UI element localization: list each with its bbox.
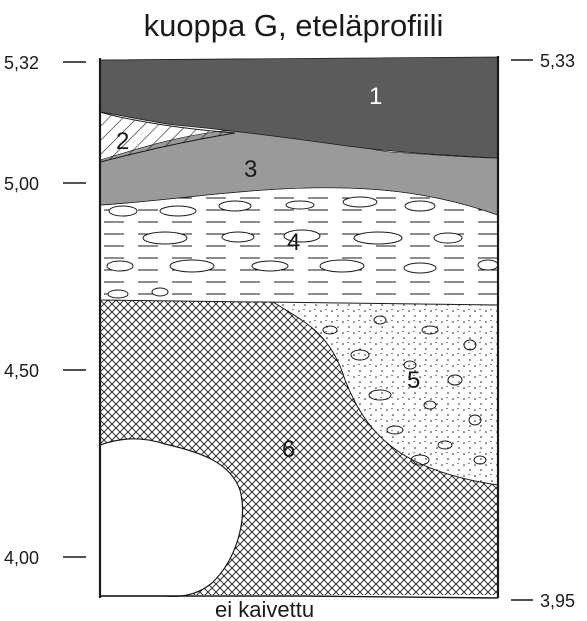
layer-label-3: 3 bbox=[244, 156, 257, 183]
bottom-line bbox=[100, 595, 499, 599]
stone-block bbox=[99, 438, 244, 598]
layer-label-4: 4 bbox=[287, 229, 300, 256]
left-scale bbox=[63, 61, 86, 558]
layer-label-1: 1 bbox=[369, 83, 382, 110]
right-scale-label: 3,95 bbox=[540, 591, 575, 611]
layer-label-6: 6 bbox=[282, 436, 295, 463]
right-scale-label: 5,33 bbox=[540, 51, 575, 71]
right-scale bbox=[511, 59, 533, 601]
left-scale-label: 5,32 bbox=[4, 53, 39, 73]
layer-5-stones bbox=[322, 315, 487, 466]
layer-label-2: 2 bbox=[116, 128, 129, 155]
left-scale-label: 4,00 bbox=[4, 548, 39, 568]
left-scale-label: 5,00 bbox=[4, 174, 39, 194]
diagram-title: kuoppa G, eteläprofiili bbox=[143, 8, 444, 43]
bottom-label: ei kaivettu bbox=[215, 597, 314, 621]
layer-4-stones bbox=[106, 196, 499, 299]
layer-2 bbox=[99, 111, 236, 163]
left-scale-label: 4,50 bbox=[4, 361, 39, 381]
layer-1 bbox=[99, 56, 499, 159]
layer-label-5: 5 bbox=[407, 367, 420, 394]
